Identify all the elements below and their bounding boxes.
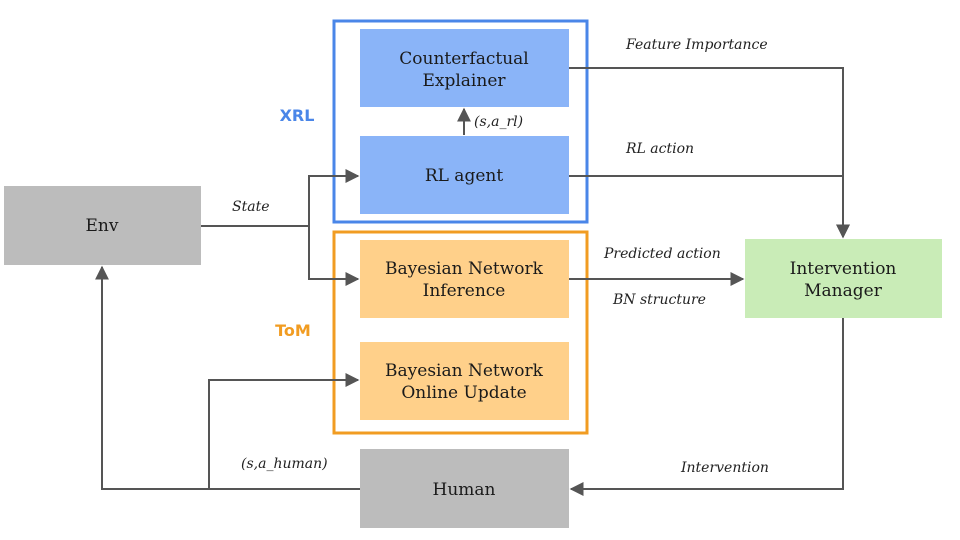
bn-online-update-node: Bayesian Network Online Update bbox=[360, 342, 569, 420]
xrl-frame bbox=[332, 19, 589, 224]
env-node: Env bbox=[4, 186, 201, 265]
edge-state-to-bn-inference bbox=[308, 226, 360, 286]
edge-label-state: State bbox=[232, 199, 269, 215]
xrl-label: XRL bbox=[280, 106, 315, 125]
edge-label-predicted-action: Predicted action bbox=[603, 246, 721, 262]
edge-human-to-bn-update bbox=[208, 373, 360, 489]
bn-inference-label-1: Bayesian Network bbox=[385, 259, 544, 279]
intervention-manager-label-1: Intervention bbox=[790, 259, 897, 279]
human-node: Human bbox=[360, 449, 569, 528]
edge-human-to-env bbox=[95, 265, 360, 490]
intervention-manager-label-2: Manager bbox=[804, 281, 883, 301]
edge-label-s-a-human: (s,a_human) bbox=[241, 456, 328, 472]
bn-online-update-label-2: Online Update bbox=[401, 383, 526, 403]
edge-intervention bbox=[569, 318, 844, 496]
env-label: Env bbox=[86, 216, 119, 236]
bn-inference-label-2: Inference bbox=[423, 281, 506, 301]
edge-label-intervention: Intervention bbox=[680, 460, 769, 476]
counterfactual-explainer-label-2: Explainer bbox=[422, 71, 506, 91]
bn-online-update-label-1: Bayesian Network bbox=[385, 361, 544, 381]
edge-label-bn-structure: BN structure bbox=[612, 292, 706, 308]
edge-label-feature-importance: Feature Importance bbox=[625, 37, 768, 53]
edge-feature-importance bbox=[569, 67, 850, 239]
tom-frame bbox=[332, 230, 589, 435]
counterfactual-explainer-node: Counterfactual Explainer bbox=[360, 29, 569, 107]
bn-inference-node: Bayesian Network Inference bbox=[360, 240, 569, 318]
counterfactual-explainer-label-1: Counterfactual bbox=[399, 49, 528, 69]
rl-agent-node: RL agent bbox=[360, 136, 569, 214]
intervention-manager-node: Intervention Manager bbox=[745, 239, 942, 318]
human-label: Human bbox=[433, 480, 496, 500]
rl-agent-label: RL agent bbox=[425, 166, 504, 186]
tom-label: ToM bbox=[275, 321, 311, 340]
edge-rl-action bbox=[569, 175, 850, 239]
edge-label-s-a-rl: (s,a_rl) bbox=[474, 114, 523, 130]
edge-label-rl-action: RL action bbox=[625, 141, 694, 157]
edge-state-to-rl-agent bbox=[308, 169, 360, 226]
